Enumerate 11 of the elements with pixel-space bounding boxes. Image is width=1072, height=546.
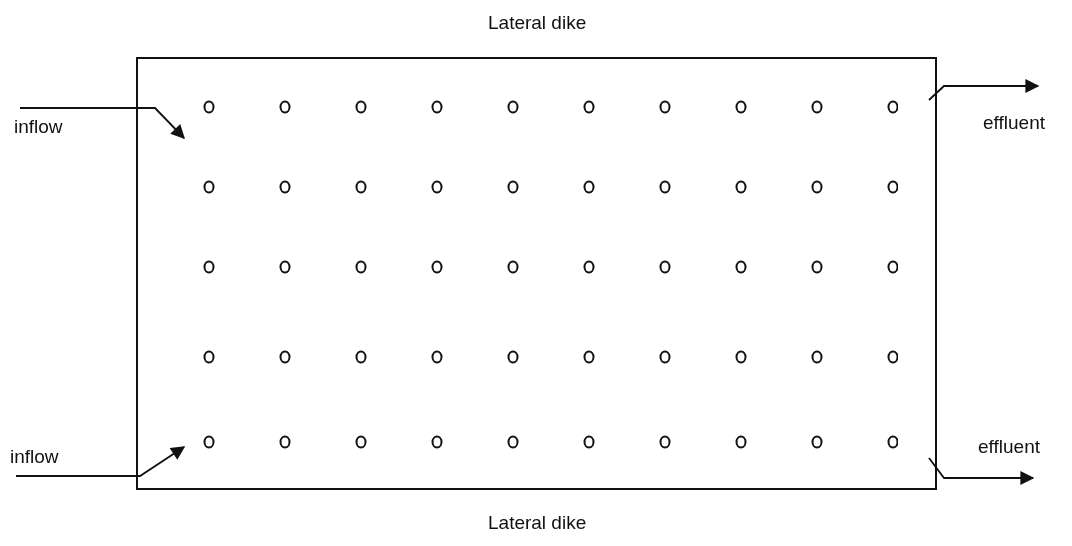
basin-outline bbox=[136, 57, 937, 490]
flow-arrow bbox=[928, 457, 1035, 485]
dike-label: Lateral dike bbox=[488, 512, 587, 534]
dike-label: Lateral dike bbox=[488, 12, 587, 34]
flow-label: effluent bbox=[978, 436, 1040, 458]
flow-label: inflow bbox=[10, 446, 59, 468]
flow-label: inflow bbox=[14, 116, 63, 138]
flow-arrow bbox=[19, 107, 185, 139]
flow-arrow bbox=[928, 79, 1040, 101]
flow-arrow bbox=[15, 446, 186, 477]
flow-label: effluent bbox=[983, 112, 1045, 134]
